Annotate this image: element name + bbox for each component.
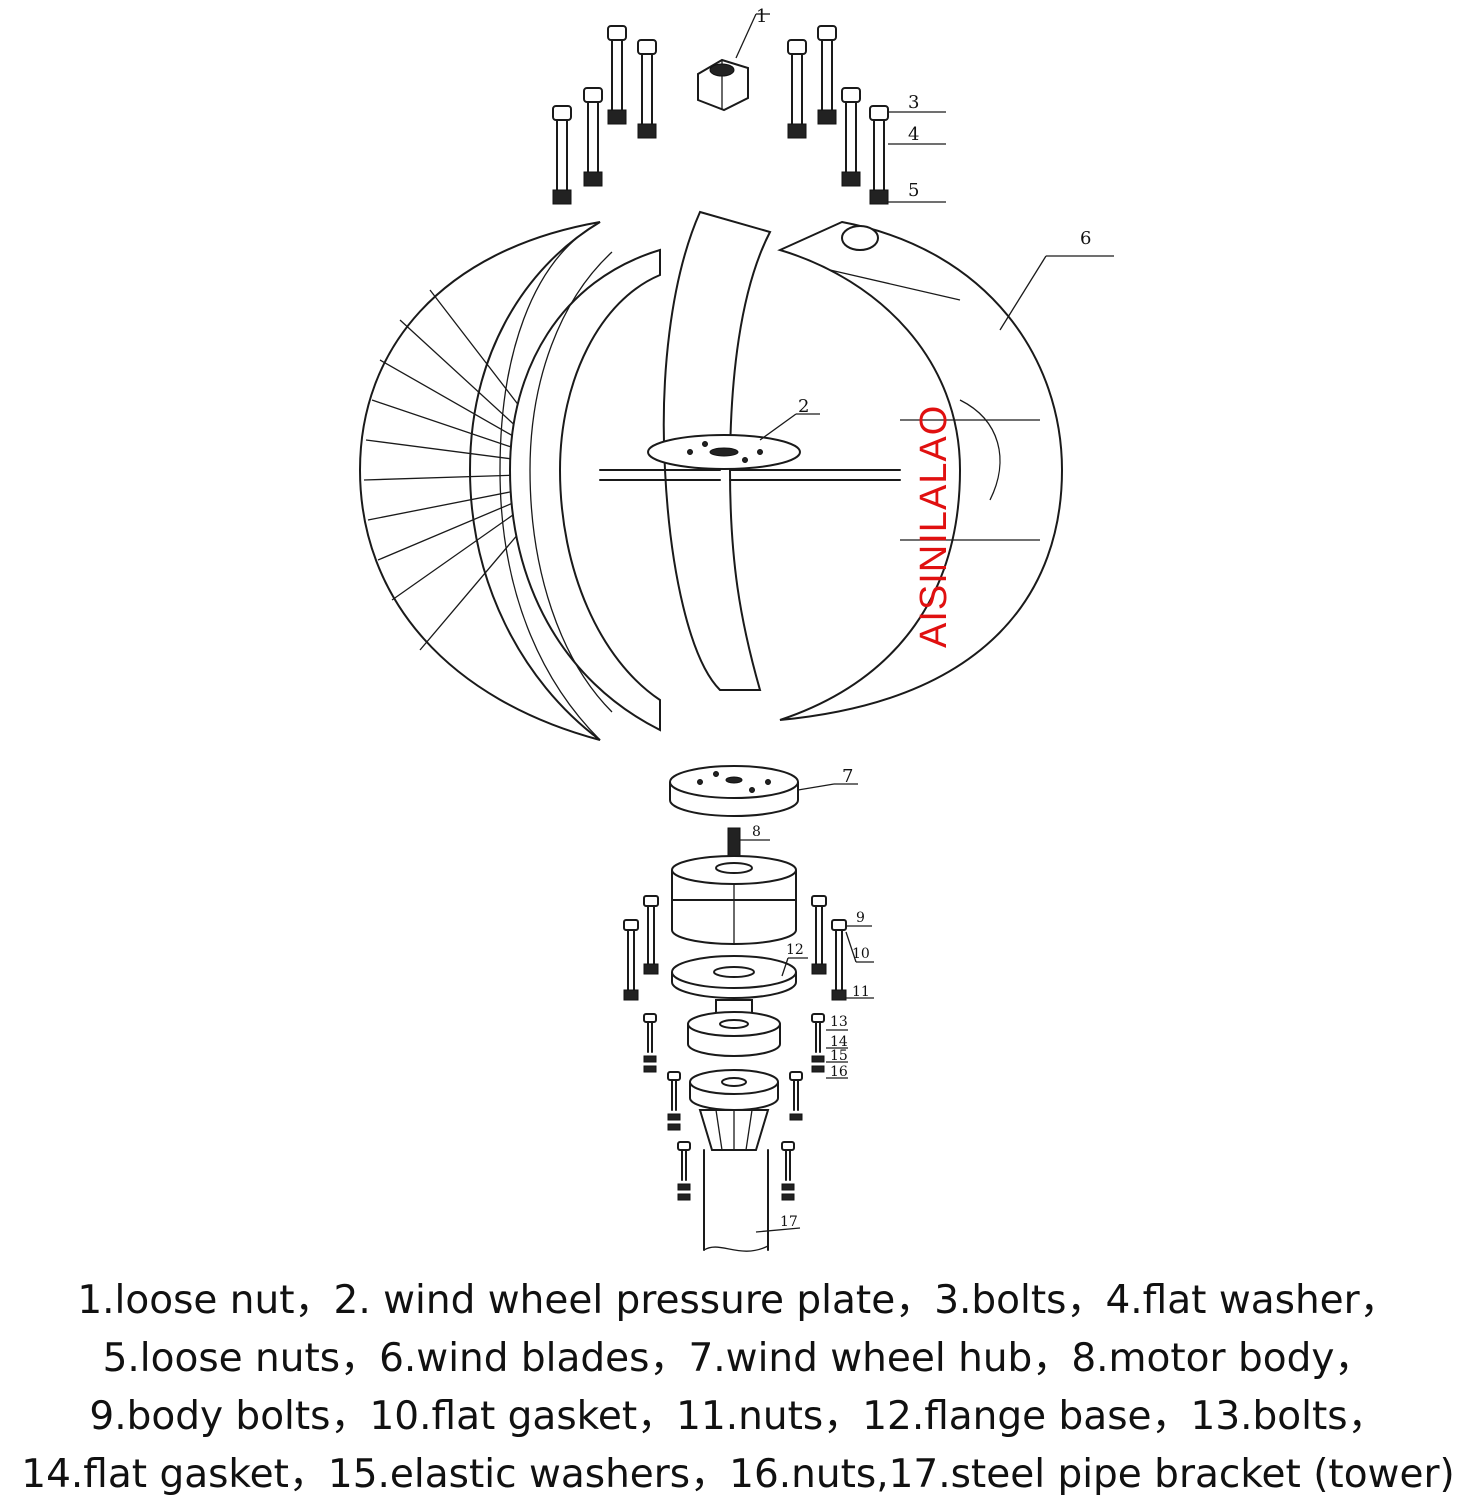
top-bolts [552,25,946,205]
callout-12: 12 [786,942,804,958]
callout-1: 1 [756,6,767,27]
motor-body-8 [671,827,797,945]
exploded-diagram: AISINILALAO [358,6,1114,1252]
callout-10: 10 [852,946,870,962]
callout-6: 6 [1080,228,1091,249]
steel-pipe-tower-17 [703,1149,801,1252]
callout-16: 16 [830,1064,848,1080]
callout-11: 11 [852,984,870,1000]
callout-2: 2 [798,396,809,417]
callout-8: 8 [752,824,761,840]
callout-labels: 1 2 3 4 5 6 7 8 9 10 11 12 13 14 15 16 1… [752,6,1091,1230]
brand-watermark: AISINILALAO [913,405,955,648]
middle-flange [687,999,781,1057]
loose-nut-1 [697,13,770,112]
callout-9: 9 [856,910,865,926]
callout-17: 17 [780,1214,798,1230]
lower-flange-bracket [667,1069,803,1201]
callout-13: 13 [830,1014,848,1030]
callout-15: 15 [830,1048,848,1064]
flange-base-12 [671,955,808,999]
legend-line: 1.loose nut，2. wind wheel pressure plate… [77,1278,1399,1323]
callout-5: 5 [908,180,919,201]
legend-line: 9.body bolts，10.flat gasket，11.nuts，12.f… [89,1394,1387,1439]
body-bolts-9-11 [623,895,874,1001]
wind-wheel-hub-7 [669,765,858,817]
callout-7: 7 [842,766,853,787]
wind-blades-rotor [358,210,1114,741]
callout-4: 4 [908,124,919,145]
legend-line: 5.loose nuts，6.wind blades，7.wind wheel … [102,1336,1374,1381]
callout-3: 3 [908,92,919,113]
bolts-13-16 [643,1013,848,1079]
parts-legend: 1.loose nut，2. wind wheel pressure plate… [0,1272,1476,1504]
callout-14: 14 [830,1034,848,1050]
legend-line: 14.flat gasket，15.elastic washers，16.nut… [21,1452,1455,1497]
